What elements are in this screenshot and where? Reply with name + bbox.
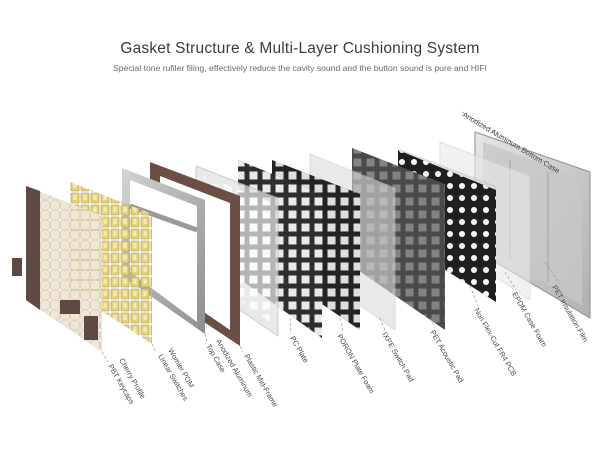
label-poron-foam: PORON Plate Foam <box>335 333 376 395</box>
layer-keycaps <box>12 186 102 352</box>
label-pet-pad: PET Acoustic Pad <box>428 329 465 385</box>
page-title: Gasket Structure & Multi-Layer Cushionin… <box>120 40 480 57</box>
leaders <box>101 261 561 363</box>
label-pcb: Non Flex-Cut FR4 PCB <box>472 307 518 378</box>
label-ixpe-pad: IXPE Switch Pad <box>380 331 416 384</box>
page-subtitle: Special tone rufiler filing, effectively… <box>113 63 487 73</box>
label-pc-plate: PC Plate <box>288 335 310 365</box>
